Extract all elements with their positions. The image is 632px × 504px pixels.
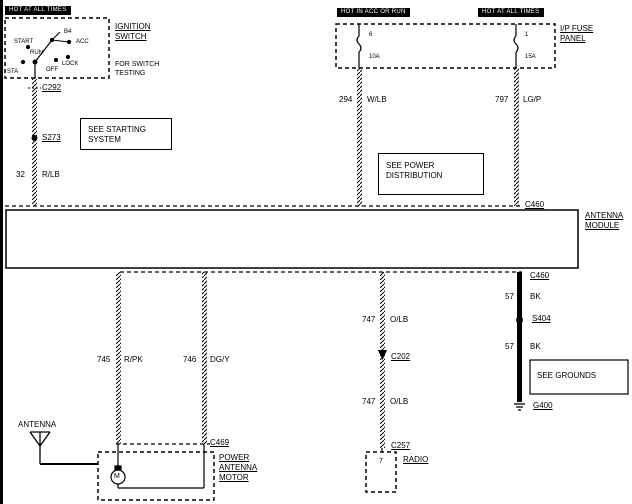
wire-57 [517,272,522,402]
wire-746-color: DG/Y [210,355,230,364]
antenna-module-title-2: MODULE [585,221,620,230]
connector-c460-bottom-label: C460 [530,271,550,280]
wire-294-color: W/LB [367,95,387,104]
wire-32-color: R/LB [42,170,60,179]
motor-symbol [110,444,205,489]
wire-745 [116,272,121,444]
ignition-note-2: TESTING [115,70,146,77]
motor-m-symbol: M [114,473,120,480]
wire-745-number: 745 [97,355,111,364]
see-grounds-box [529,359,629,395]
wire-57-upper-color: BK [530,292,541,301]
wire-294-number: 294 [339,95,353,104]
wire-747-lower-number: 747 [362,397,376,406]
splice-s273-label: S273 [42,133,61,142]
fuse-panel-box [335,23,556,69]
antenna-symbol [29,431,98,465]
connector-c469-label: C469 [210,438,230,447]
ground-g400-symbol [514,403,525,411]
see-power-distribution-box: SEE POWER DISTRIBUTION [378,153,484,195]
wire-745-color: R/PK [124,355,143,364]
ground-g400-label: G400 [533,401,553,410]
fuse-b-number: 1 [525,32,529,38]
fuse-panel-title-2: PANEL [560,34,586,43]
see-power-line-1: SEE POWER [386,161,435,170]
ignition-switch-box [4,17,110,79]
splice-s404-label: S404 [532,314,551,323]
ignition-position-b4: B4 [64,29,72,35]
wire-746 [202,272,207,444]
connector-c460-top-label: C460 [525,200,545,209]
fuse-a-number: 6 [369,32,373,38]
ignition-position-acc: ACC [76,39,89,45]
radio-box [365,451,397,493]
motor-title-2: ANTENNA [219,463,258,472]
connector-c202-label: C202 [391,352,411,361]
connector-c292-label: C292 [42,83,62,92]
splice-s404 [516,316,523,324]
splice-s273 [31,135,38,141]
fuse-symbols [356,24,519,68]
power-antenna-motor-box [97,451,215,501]
hot-in-acc-or-run-label: HOT IN ACC OR RUN [337,8,410,17]
ignition-position-sta: STA [7,69,19,75]
hot-at-all-times-left-label: HOT AT ALL TIMES [5,6,71,15]
wire-32-number: 32 [16,170,25,179]
fuse-panel-title-1: I/P FUSE [560,24,594,33]
antenna-label: ANTENNA [18,420,57,429]
motor-title-3: MOTOR [219,473,249,482]
see-power-line-2: DISTRIBUTION [386,171,443,180]
fuse-b-rating: 15A [525,54,536,60]
ignition-title-1: IGNITION [115,22,151,31]
hot-at-all-times-right-label: HOT AT ALL TIMES [478,8,544,17]
wire-294 [357,68,362,206]
antenna-module-box [5,209,579,269]
wire-747-upper-number: 747 [362,315,376,324]
see-starting-line-2: SYSTEM [88,135,121,144]
wire-57-lower-number: 57 [505,342,514,351]
ignition-position-run: RUN [30,50,43,56]
ignition-switch-symbol [20,31,72,79]
wire-57-lower-color: BK [530,342,541,351]
ignition-title-2: SWITCH [115,32,147,41]
wire-797-color: LG/P [523,95,542,104]
ignition-position-off: OFF [46,67,58,73]
wire-746-number: 746 [183,355,197,364]
wire-747-upper-color: O/LB [390,315,409,324]
wire-797 [514,68,519,206]
ignition-note-1: FOR SWITCH [115,61,160,68]
ignition-position-start: START [14,39,34,45]
radio-label: RADIO [403,455,429,464]
wire-32 [32,79,37,206]
wire-57-upper-number: 57 [505,292,514,301]
left-edge [0,0,3,504]
connector-c257-label: C257 [391,441,411,450]
wire-747-lower-color: O/LB [390,397,409,406]
ignition-position-lock: LOCK [62,61,79,67]
fuse-a-rating: 10A [369,54,380,60]
wire-797-number: 797 [495,95,509,104]
see-grounds-text: SEE GROUNDS [537,371,597,380]
radio-pin: 7 [379,458,383,465]
antenna-module-title-1: ANTENNA [585,211,624,220]
see-starting-line-1: SEE STARTING [88,125,146,134]
connector-c202-mark [378,350,387,360]
see-starting-system-box: SEE STARTING SYSTEM [80,118,172,150]
motor-title-1: POWER [219,453,250,462]
